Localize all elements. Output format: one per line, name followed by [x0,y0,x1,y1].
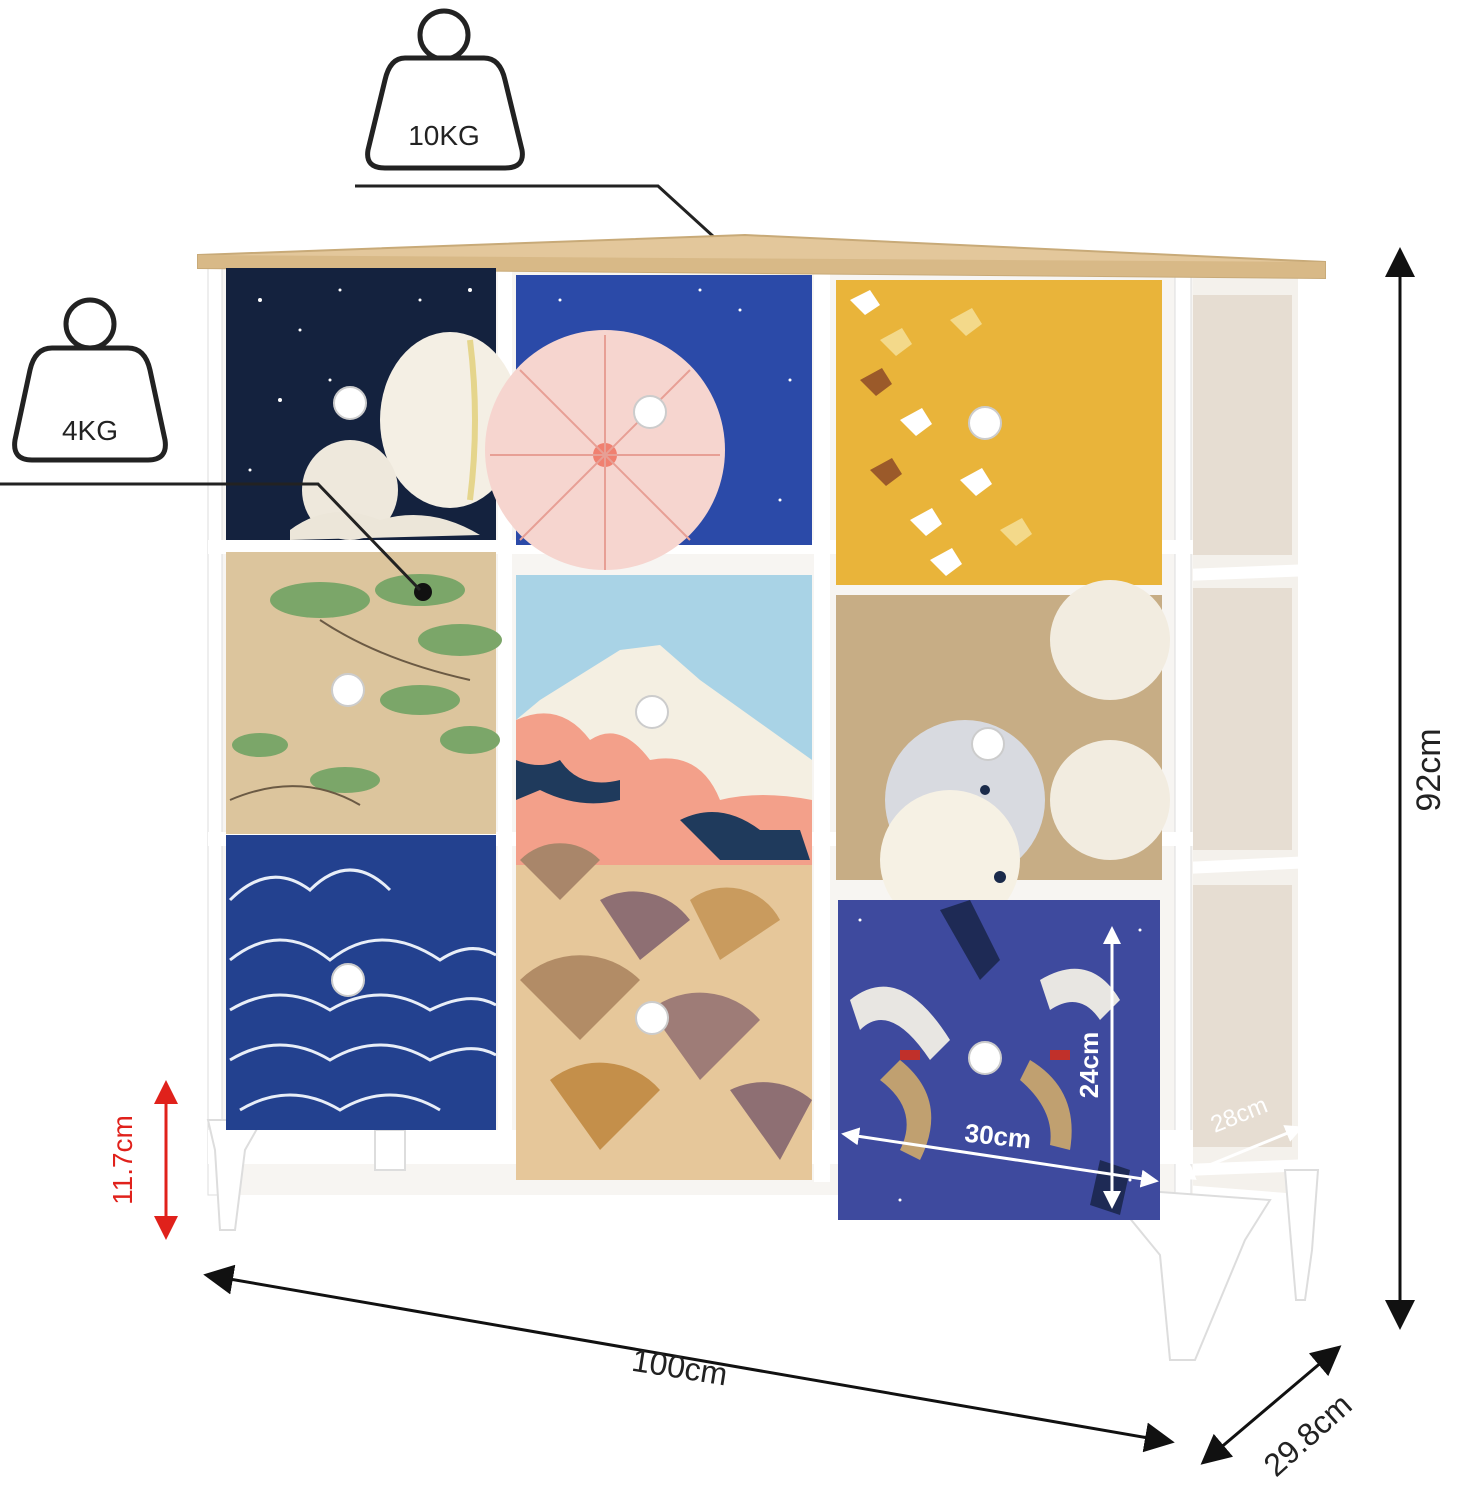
drawer-depth-arrow [1176,1125,1304,1180]
drawer-parasols[interactable] [836,580,1170,930]
drawer-load-label: 4KG [62,415,118,446]
drawer-knob[interactable] [331,963,365,997]
depth-arrow [1200,1345,1342,1465]
drawer-knob[interactable] [971,727,1005,761]
weight-10kg-icon [365,8,525,171]
drawer-knob[interactable] [333,386,367,420]
drawer-knob[interactable] [633,395,667,429]
dresser-side-panel [1184,262,1313,1195]
top-load-leader-line [355,184,739,260]
width-arrow [203,1264,1175,1453]
drawer-knob[interactable] [635,695,669,729]
width-label: 100cm [629,1342,729,1393]
drawer-knob[interactable] [635,1001,669,1035]
depth-label: 29.8cm [1257,1386,1359,1483]
weight-4kg-icon [12,297,168,463]
leg-height-label: 11.7cm [107,1115,138,1205]
wood-top [197,233,1326,280]
drawer-knob[interactable] [331,673,365,707]
drawer-width-label: 30cm [963,1118,1032,1155]
drawer-mount-fuji[interactable] [516,575,812,865]
drawer-height-label: 24cm [1074,1032,1104,1099]
height-label: 92cm [1410,728,1448,811]
drawer-lanterns[interactable] [226,268,520,540]
drawer-fans[interactable] [516,843,812,1180]
drawer-knob[interactable] [968,1041,1002,1075]
drawer-knob[interactable] [968,406,1002,440]
drawer-load-leader-line [0,482,422,592]
dresser-legs [206,1119,1320,1361]
top-load-label: 10KG [408,120,480,151]
drawer-width-arrow [841,1127,1159,1188]
